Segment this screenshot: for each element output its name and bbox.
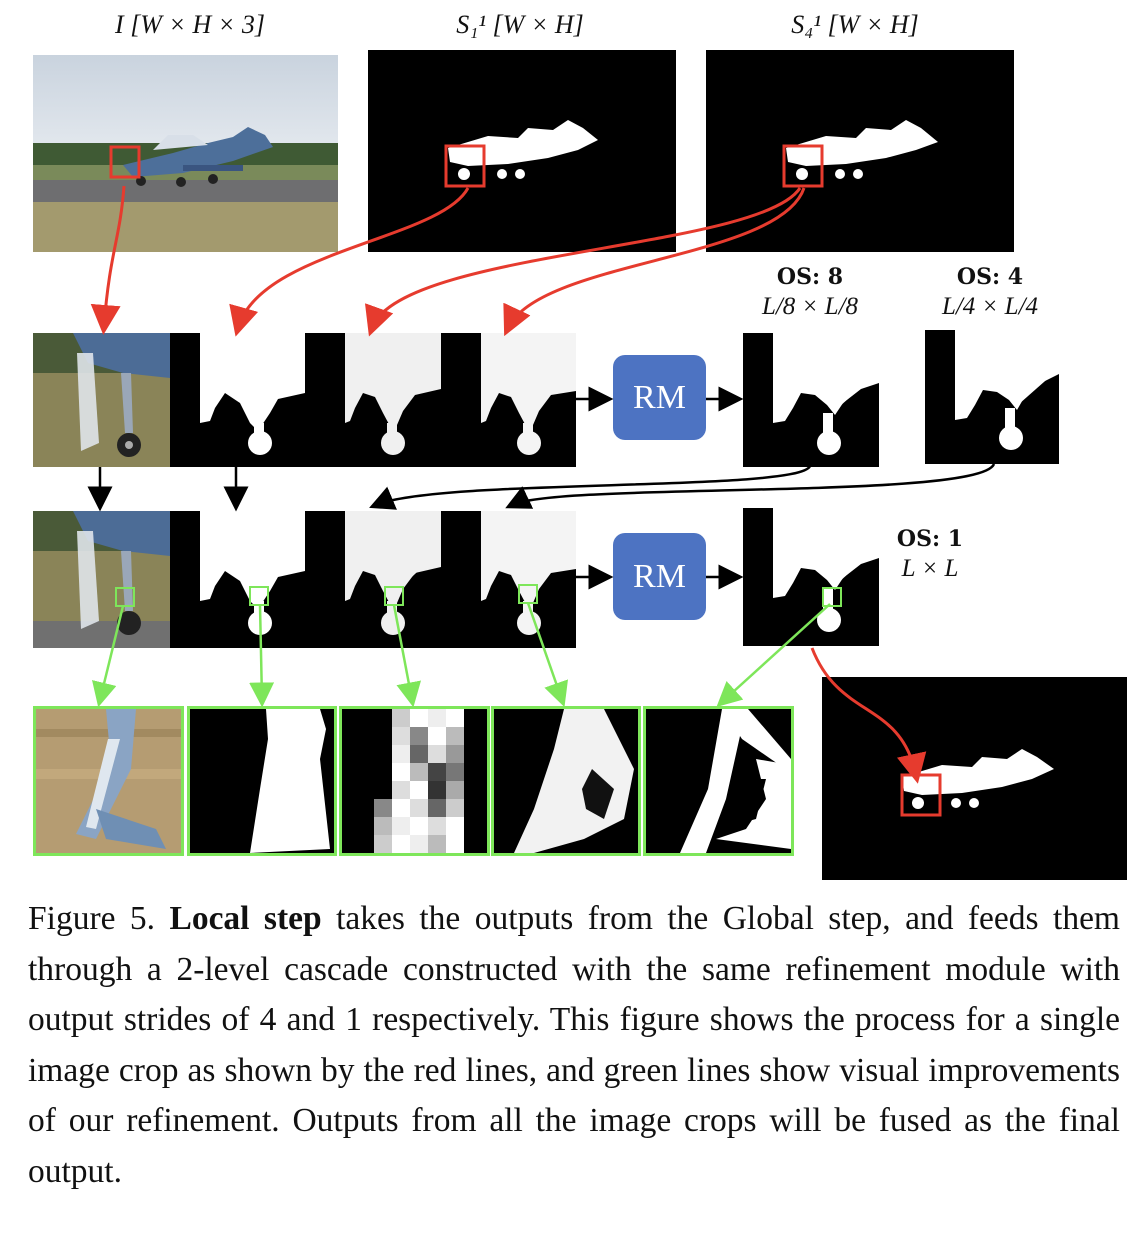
black-arrow [505, 463, 996, 509]
figure-caption: Figure 5. Local step takes the outputs f… [28, 894, 1120, 1197]
crop-image-row2 [33, 333, 170, 467]
os8-dim: L/8 × L/8 [761, 293, 859, 320]
os4-output-panel [925, 330, 1059, 464]
s4-crop2-row2 [441, 333, 576, 467]
figure-label: Figure 5. [28, 900, 156, 937]
black-arrow [369, 465, 812, 510]
caption-text: takes the outputs from the Global step, … [28, 900, 1120, 1190]
red-arrow [365, 187, 802, 337]
s4-crop-row2 [305, 333, 441, 467]
os1-label: OS: 1 L × L [870, 524, 990, 584]
red-arrow [90, 185, 126, 335]
os8-output-panel [743, 333, 879, 467]
crop-box [782, 144, 824, 188]
s1-crop-row3 [170, 511, 305, 648]
crop-box [109, 145, 141, 179]
os1-title: OS: 1 [896, 526, 964, 552]
red-arrow [503, 187, 806, 337]
final-output-panel [822, 677, 1127, 880]
os8-title: OS: 8 [776, 264, 844, 290]
green-arrow [716, 603, 831, 708]
red-arrow [810, 647, 927, 784]
s4-crop-row3 [305, 511, 441, 648]
os8-label: OS: 8 L/8 × L/8 [730, 262, 890, 322]
os1-output-panel [743, 508, 879, 646]
s4-mask-label: S₄¹ [W × H] [791, 10, 919, 39]
caption-bold-term: Local step [169, 900, 322, 937]
os4-title: OS: 4 [956, 264, 1024, 290]
zoom-s4-refined [491, 706, 641, 856]
s4-crop2-row3 [441, 511, 576, 648]
green-arrow [392, 604, 422, 708]
zoom-s1 [187, 706, 337, 856]
os4-label: OS: 4 L/4 × L/4 [910, 262, 1070, 322]
os1-dim: L × L [901, 555, 959, 582]
arrows-overlay [87, 185, 996, 784]
s1-crop-row2 [170, 333, 305, 467]
red-arrow [229, 187, 470, 337]
crop-image-row3 [33, 511, 170, 648]
green-arrow [526, 602, 569, 708]
os4-dim: L/4 × L/4 [941, 293, 1039, 320]
zoom-s4 [339, 706, 490, 856]
green-arrow [249, 604, 275, 708]
s4-mask-panel [706, 50, 1014, 252]
zoom-image [33, 706, 184, 856]
zoom-os1-output [643, 706, 794, 856]
s1-mask-panel [368, 50, 676, 252]
s1-mask-label: S₁¹ [W × H] [456, 10, 584, 39]
green-arrow [92, 605, 125, 708]
refinement-module-bottom: RM [613, 533, 706, 620]
input-image-label: I [W × H × 3] [115, 10, 265, 39]
refinement-module-top: RM [613, 355, 706, 440]
input-image [33, 55, 338, 252]
crop-box [444, 144, 486, 188]
